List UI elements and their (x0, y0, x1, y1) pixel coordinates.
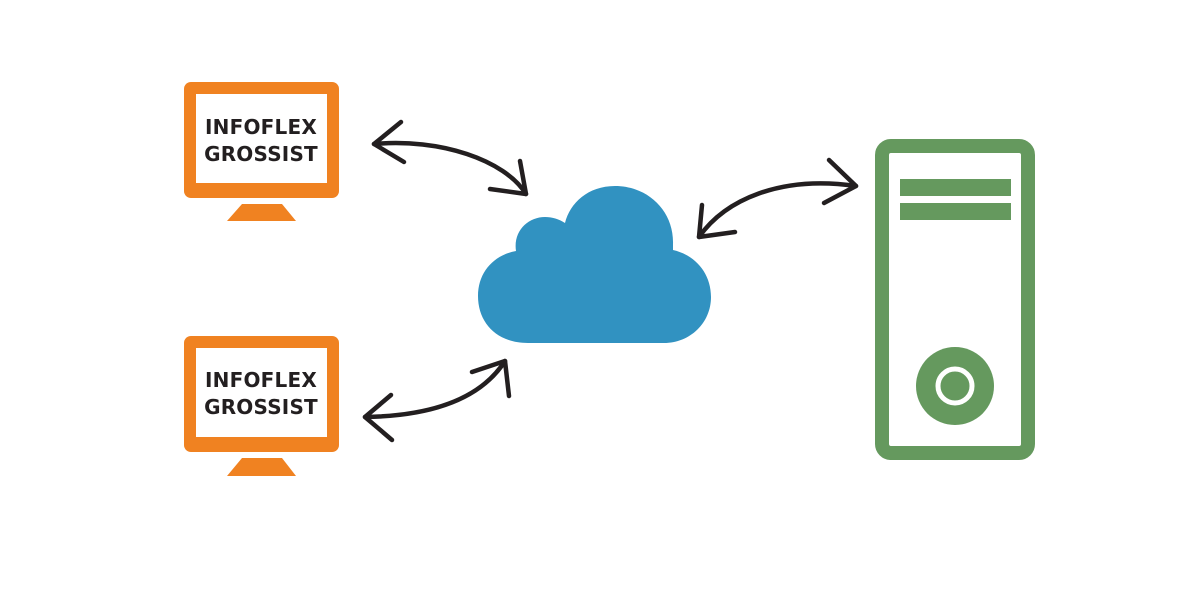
monitor-icon (184, 82, 339, 221)
server-tower-icon (875, 139, 1035, 460)
monitor-label-line1: INFOFLEX (205, 115, 317, 139)
double-headed-arrow-icon (696, 157, 859, 240)
monitor-label-line2: GROSSIST (204, 395, 318, 419)
monitor-label: INFOFLEX GROSSIST (196, 367, 326, 421)
monitor-icon (184, 336, 339, 476)
double-headed-arrow-icon (371, 119, 529, 197)
monitor-label-line2: GROSSIST (204, 142, 318, 166)
cloud-icon (478, 186, 711, 343)
monitor-label: INFOFLEX GROSSIST (196, 114, 326, 168)
double-headed-arrow-icon (362, 358, 512, 443)
monitor-label-line1: INFOFLEX (205, 368, 317, 392)
